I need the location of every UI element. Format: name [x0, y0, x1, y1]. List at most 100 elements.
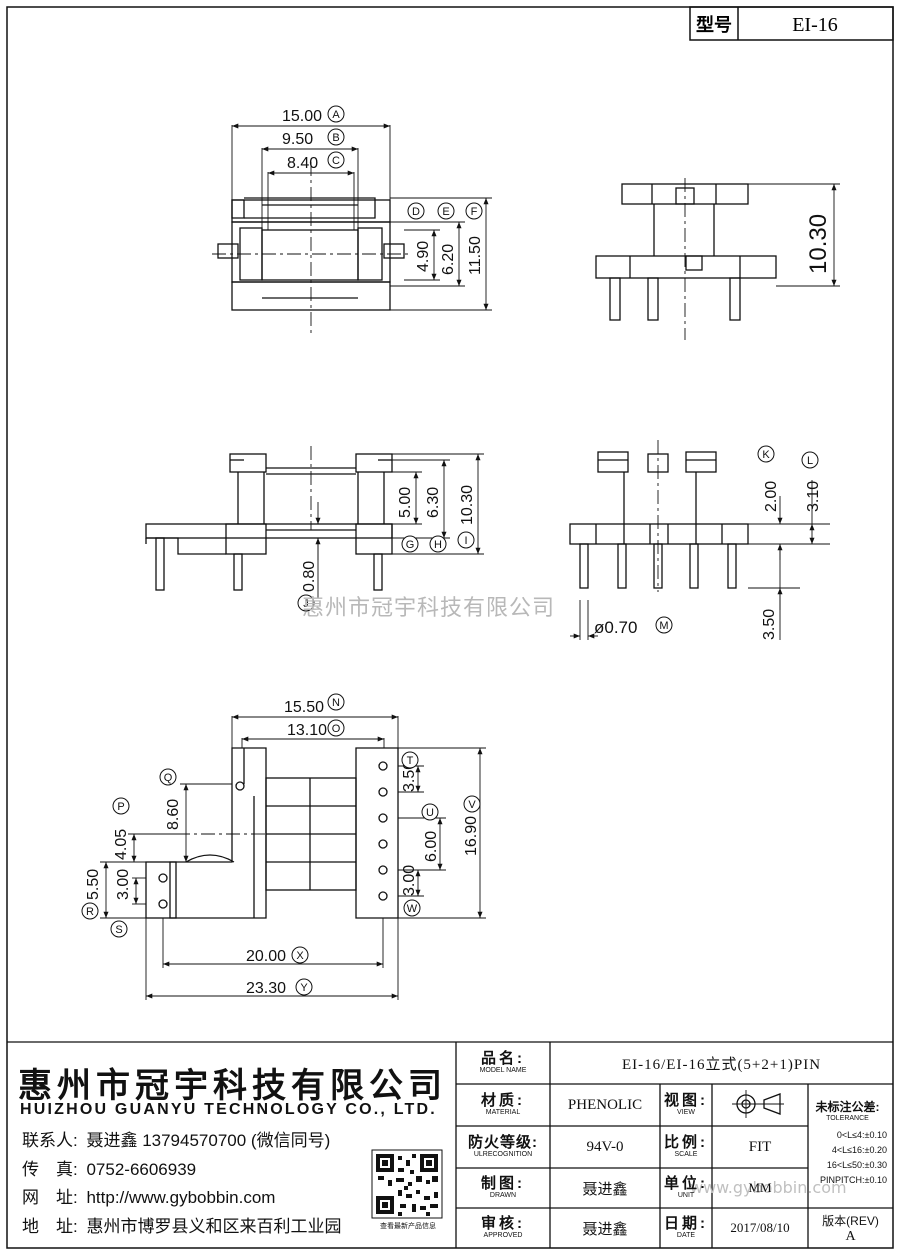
website-link[interactable]: http://www.gybobbin.com	[86, 1188, 276, 1207]
marker-circle-q	[159, 768, 177, 786]
fax-value: 0752-6606939	[86, 1160, 197, 1179]
marker-i: I	[464, 535, 467, 547]
marker-circle-f	[465, 202, 483, 220]
watermark-website: www.gybobbin.com	[690, 1178, 847, 1197]
marker-circle-c	[327, 151, 345, 169]
contact-row: 联系人: 聂进鑫 13794570700 (微信同号)	[22, 1126, 330, 1151]
tolerance-title: 未标注公差:	[815, 1100, 880, 1114]
marker-o: O	[332, 723, 341, 735]
tolerance-row-3: 16<L≤50:±0.30	[826, 1160, 887, 1170]
dim-q: 8.60	[165, 799, 182, 830]
dim-side-height: 10.30	[805, 214, 832, 274]
revision-label: 版本(REV)	[822, 1213, 879, 1228]
marker-k: K	[762, 449, 770, 461]
marker-circle-k	[757, 445, 775, 463]
dim-m-k: 2.00	[763, 481, 780, 512]
cell-scale-label: 比例: SCALE	[664, 1134, 708, 1159]
dim-w: 3.00	[401, 865, 418, 896]
view-pins-labels: 2.00 3.10 3.50 ø0.70	[594, 481, 822, 640]
cell-approved-label: 审核: APPROVED	[481, 1215, 525, 1240]
marker-m: M	[659, 620, 668, 632]
cell-flame-label: 防火等级: ULRECOGNITION	[468, 1134, 538, 1159]
sheet-border	[6, 6, 894, 1249]
address-value: 惠州市博罗县义和区来百利工业园	[86, 1217, 342, 1236]
model-label: 型号	[696, 14, 732, 35]
marker-a: A	[332, 109, 340, 121]
cell-unit-label: 单位: UNIT	[664, 1175, 708, 1200]
dim-pin-dia: ø0.70	[594, 618, 637, 637]
marker-e: E	[442, 206, 449, 218]
dim-h: 5.00	[397, 487, 414, 518]
fax-row: 传 真: 0752-6606939	[22, 1155, 196, 1180]
product-name-value: EI-16/EI-16立式(5+2+1)PIN	[621, 1056, 822, 1073]
marker-circle-p	[112, 797, 130, 815]
dim-e: 6.20	[440, 244, 457, 275]
cell-date-label: 日期: DATE	[664, 1215, 708, 1240]
marker-circle-a	[327, 105, 345, 123]
marker-circle-y	[295, 978, 313, 996]
model-value: EI-16	[792, 14, 838, 36]
dim-t: 3.50	[401, 761, 418, 792]
company-name-en: HUIZHOU GUANYU TECHNOLOGY CO., LTD.	[20, 1101, 437, 1118]
marker-circle-e	[437, 202, 455, 220]
tolerance-row-4: PINPITCH:±0.10	[820, 1175, 887, 1185]
marker-x: X	[296, 950, 304, 962]
dim-s: 3.00	[115, 869, 132, 900]
dim-d: 4.90	[415, 241, 432, 272]
fax-label: 传 真:	[22, 1160, 78, 1179]
dim-n: 15.50	[284, 699, 324, 716]
marker-circle-i	[457, 531, 475, 549]
dim-y: 23.30	[246, 980, 286, 997]
qr-code	[371, 1149, 443, 1219]
marker-circle-o	[327, 719, 345, 737]
view-top-labels: 15.00 9.50 8.40 4.90 6.20 11.50	[282, 108, 484, 275]
marker-d: D	[412, 206, 420, 218]
marker-u: U	[426, 807, 434, 819]
dim-r: 5.50	[85, 869, 102, 900]
revision-value: A	[845, 1228, 856, 1244]
marker-circle-j	[297, 594, 315, 612]
view-side	[595, 178, 777, 340]
marker-circle-w	[403, 899, 421, 917]
address-row: 地 址: 惠州市博罗县义和区来百利工业园	[22, 1212, 341, 1237]
dim-f: 11.50	[467, 236, 484, 275]
view-bottom-labels: 15.50 13.10 8.60 4.05 5.50 3.00 3.50 6.0…	[85, 699, 480, 997]
cell-view-label: 视图: VIEW	[664, 1092, 708, 1117]
marker-v: V	[468, 799, 476, 811]
marker-circle-u	[421, 803, 439, 821]
dim-p: 4.05	[113, 829, 130, 860]
marker-q: Q	[164, 772, 173, 784]
cell-material-label: 材质: MATERIAL	[481, 1092, 525, 1117]
contact-value: 聂进鑫 13794570700 (微信同号)	[86, 1131, 331, 1150]
marker-y: Y	[300, 982, 308, 994]
website-label: 网 址:	[22, 1188, 78, 1207]
view-bottom	[145, 747, 399, 919]
tolerance-title-en: TOLERANCE	[826, 1115, 869, 1122]
view-side-dims	[748, 183, 840, 287]
marker-circle-x	[291, 946, 309, 964]
marker-j: J	[303, 598, 309, 610]
marker-f: F	[471, 206, 478, 218]
cell-product-name-label: 品名: MODEL NAME	[479, 1050, 527, 1075]
view-front-labels: 5.00 6.30 10.30 0.80	[301, 485, 476, 592]
approved-value: 聂进鑫	[582, 1220, 628, 1238]
dim-v: 16.90	[463, 816, 480, 856]
marker-circle-b	[327, 128, 345, 146]
dim-a: 15.00	[282, 108, 322, 125]
marker-circle-s	[110, 920, 128, 938]
header-model-box: 型号 EI-16	[689, 6, 894, 41]
marker-circle-d	[407, 202, 425, 220]
cell-drawn-label: 制图: DRAWN	[481, 1175, 525, 1200]
marker-b: B	[332, 132, 339, 144]
marker-r: R	[86, 906, 94, 918]
unit-value: MM	[748, 1180, 772, 1195]
dim-pin-length: 3.50	[761, 609, 778, 640]
marker-circle-m	[655, 616, 673, 634]
marker-circle-g	[401, 535, 419, 553]
view-pins	[569, 440, 749, 592]
tolerance-block: 未标注公差: TOLERANCE 0<L≤4:±0.10 4<L≤16:±0.2…	[808, 1084, 893, 1208]
revision-block: 版本(REV) A	[808, 1208, 893, 1248]
dim-x: 20.00	[246, 948, 286, 965]
